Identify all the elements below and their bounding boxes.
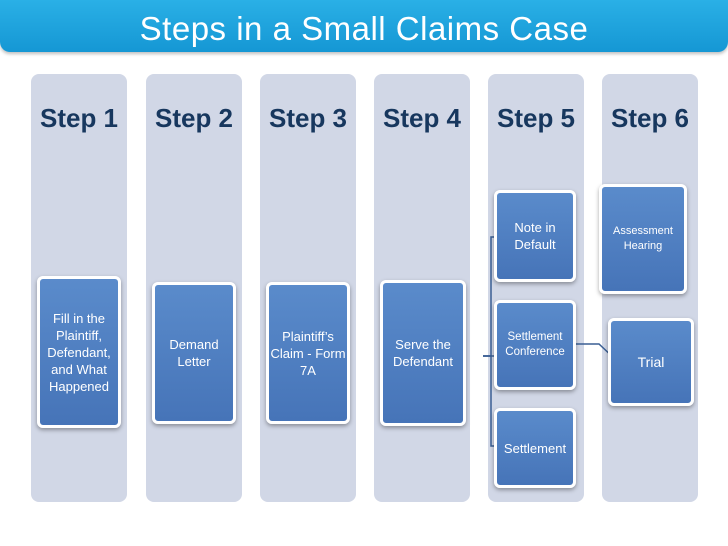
settlement-conference-box: Settlement Conference (494, 300, 576, 390)
step-5-label: Step 5 (496, 103, 576, 133)
plaintiffs-claim-box: Plaintiff’s Claim - Form 7A (266, 282, 350, 424)
serve-defendant-box: Serve the Defendant (380, 280, 466, 426)
trial-box: Trial (608, 318, 694, 406)
assessment-hearing-box: Assessment Hearing (599, 184, 687, 294)
step-4-label: Step 4 (382, 103, 462, 133)
step-3-label: Step 3 (268, 103, 348, 133)
page-title: Steps in a Small Claims Case (139, 10, 589, 47)
title-bar (0, 0, 728, 52)
demand-letter-box: Demand Letter (152, 282, 236, 424)
settlement-box: Settlement (494, 408, 576, 488)
step-1-label: Step 1 (39, 103, 119, 133)
fill-in-parties-box: Fill in the Plaintiff, Defendant, and Wh… (37, 276, 121, 428)
step-6-label: Step 6 (610, 103, 690, 133)
note-in-default-box: Note in Default (494, 190, 576, 282)
step-2-label: Step 2 (154, 103, 234, 133)
